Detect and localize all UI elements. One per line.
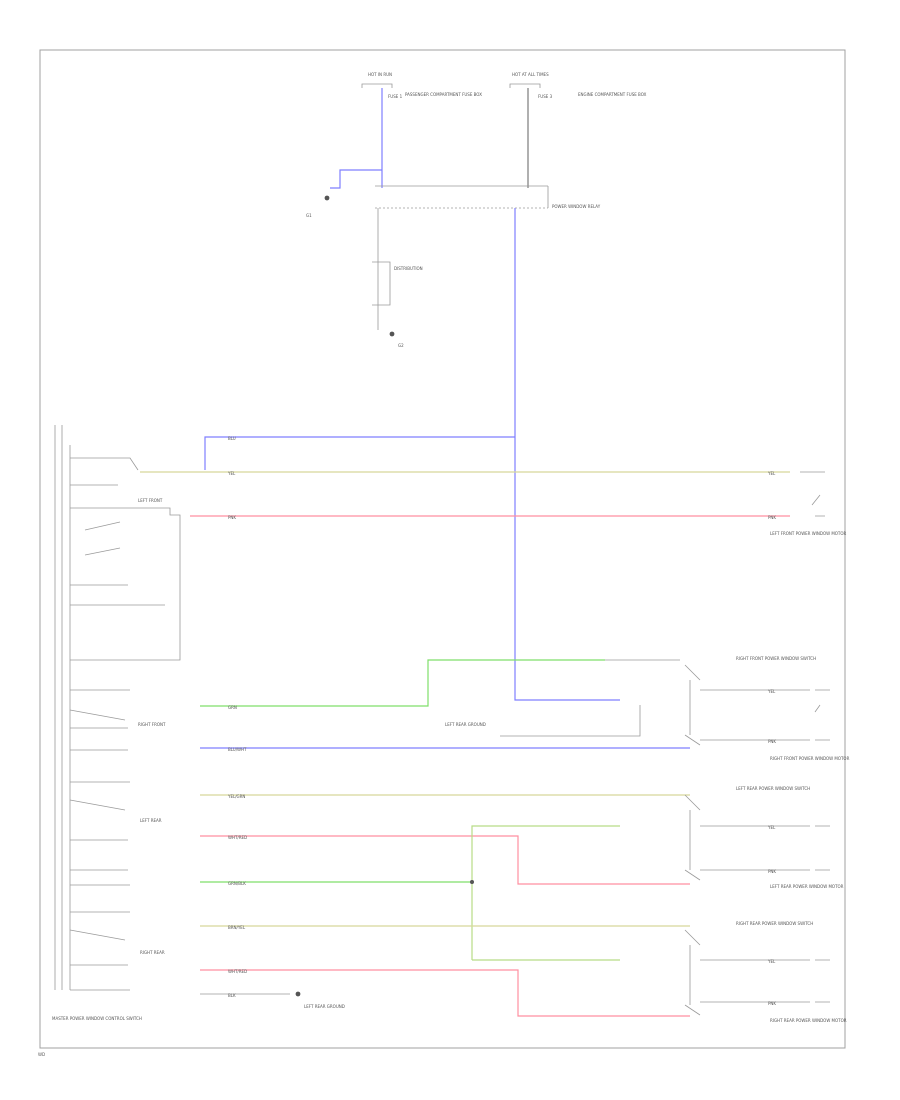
fuse-box-right — [509, 83, 541, 88]
switch-label-right-rear: RIGHT REAR — [140, 950, 165, 955]
fuse-box-left — [361, 83, 393, 88]
wire-label-brown-yellow: BRN/YEL — [228, 925, 246, 930]
ground-wire-right-front — [500, 705, 641, 737]
wire-label-yellow-lr: YEL — [767, 825, 776, 830]
switch-label-right-rear-window: RIGHT REAR POWER WINDOW SWITCH — [736, 921, 813, 926]
left-rear-switch — [684, 794, 810, 881]
switch-label-right-front-window: RIGHT FRONT POWER WINDOW SWITCH — [736, 656, 816, 661]
ground-bottom-icon — [295, 991, 301, 997]
switch-label-left-rear-window: LEFT REAR POWER WINDOW SWITCH — [736, 786, 810, 791]
wire-label-pink-lr: PNK — [768, 869, 776, 874]
motor-label-left-front: LEFT FRONT POWER WINDOW MOTOR — [770, 531, 847, 536]
ground-top-icon — [324, 195, 330, 201]
motor-label-right-rear: RIGHT REAR POWER WINDOW MOTOR — [770, 1018, 847, 1023]
light-green-cross-wire — [471, 825, 620, 960]
left-rear-motor — [815, 825, 830, 871]
left-rear-circuit: YEL/GRN WHT/RED GRN/BLK LEFT REAR POWER … — [200, 786, 844, 960]
fuse-label-right: FUSE 3 — [538, 94, 553, 99]
hot-run-label-right: HOT AT ALL TIMES — [512, 72, 549, 77]
wire-label-yellow-green: YEL/GRN — [227, 794, 245, 799]
diagram-frame — [39, 49, 846, 1049]
wire-label-blue: BLU — [228, 436, 236, 441]
master-switch: MASTER POWER WINDOW CONTROL SWITCH LEFT … — [52, 425, 181, 1021]
wire-label-white-red: WHT/RED — [228, 835, 247, 840]
switch-label-right-front: RIGHT FRONT — [138, 722, 166, 727]
distribution-label: DISTRIBUTION — [394, 266, 423, 271]
splice-dot — [470, 880, 474, 884]
power-supply-section: HOT IN RUN HOT AT ALL TIMES FUSE 1 FUSE … — [306, 72, 647, 701]
ground-feed-wire — [330, 169, 382, 189]
left-front-circuit: BLU YEL YEL PNK PNK LEFT FRONT POWER WIN… — [140, 436, 847, 536]
right-front-switch — [684, 664, 810, 746]
master-switch-outline — [54, 425, 71, 990]
ground-mid-icon — [389, 331, 395, 337]
right-rear-switch-group — [69, 911, 130, 991]
ground-note-bottom: LEFT REAR GROUND — [304, 1004, 345, 1009]
left-front-motor — [800, 471, 825, 517]
switch-label-left-front: LEFT FRONT — [138, 498, 163, 503]
right-rear-motor — [815, 959, 830, 1003]
wire-label-yellow-end: YEL — [767, 471, 776, 476]
blue-bus-wire — [204, 436, 515, 470]
footer-code: WD — [38, 1052, 45, 1057]
wire-label-blue-white: BLU/WHT — [228, 747, 247, 752]
wire-label-yellow-rf: YEL — [767, 689, 776, 694]
switch-label-left-rear: LEFT REAR — [140, 818, 162, 823]
wire-label-pink-end: PNK — [768, 515, 776, 520]
ground-top-label: G1 — [306, 213, 312, 218]
junction-label-right: ENGINE COMPARTMENT FUSE BOX — [578, 92, 647, 97]
wire-label-pink-rf: PNK — [768, 739, 776, 744]
right-front-switch-group — [69, 689, 130, 751]
wire-label-green-black: GRN/BLK — [228, 881, 246, 886]
left-rear-switch-group — [69, 781, 130, 886]
motor-label-left-rear: LEFT REAR POWER WINDOW MOTOR — [770, 884, 844, 889]
wire-label-yellow: YEL — [227, 471, 236, 476]
junction-label-left: PASSENGER COMPARTMENT FUSE BOX — [405, 92, 482, 97]
red-wire-left-rear — [200, 835, 690, 885]
wire-label-yellow-rr: YEL — [767, 959, 776, 964]
fuse-label-left: FUSE 1 — [388, 94, 403, 99]
motor-label-right-front: RIGHT FRONT POWER WINDOW MOTOR — [770, 756, 850, 761]
wire-label-green: GRN — [228, 705, 237, 710]
wire-label-black: BLK — [228, 993, 236, 998]
wire-label-pink-rr: PNK — [768, 1001, 776, 1006]
green-wire-right-front — [200, 659, 605, 707]
right-front-motor — [814, 689, 830, 741]
right-front-circuit: GRN BLU/WHT LEFT REAR GROUND RIGHT FRONT… — [200, 656, 850, 761]
blue-trunk-wire — [514, 208, 620, 701]
red-wire-right-rear — [200, 969, 690, 1017]
ground-note-right-front: LEFT REAR GROUND — [445, 722, 486, 727]
distribution-box — [372, 261, 391, 306]
right-rear-circuit: BRN/YEL WHT/RED BLK LEFT REAR GROUND RIG… — [200, 921, 847, 1023]
hot-run-label-left: HOT IN RUN — [368, 72, 392, 77]
right-rear-switch — [684, 929, 810, 1016]
powertrain-label: POWER WINDOW RELAY — [552, 204, 601, 209]
left-front-switch-group — [70, 457, 181, 661]
ground-mid-label: G2 — [398, 343, 404, 348]
master-switch-label: MASTER POWER WINDOW CONTROL SWITCH — [52, 1016, 142, 1021]
wire-label-pink: PNK — [228, 515, 236, 520]
wire-label-white-red-rr: WHT/RED — [228, 969, 247, 974]
